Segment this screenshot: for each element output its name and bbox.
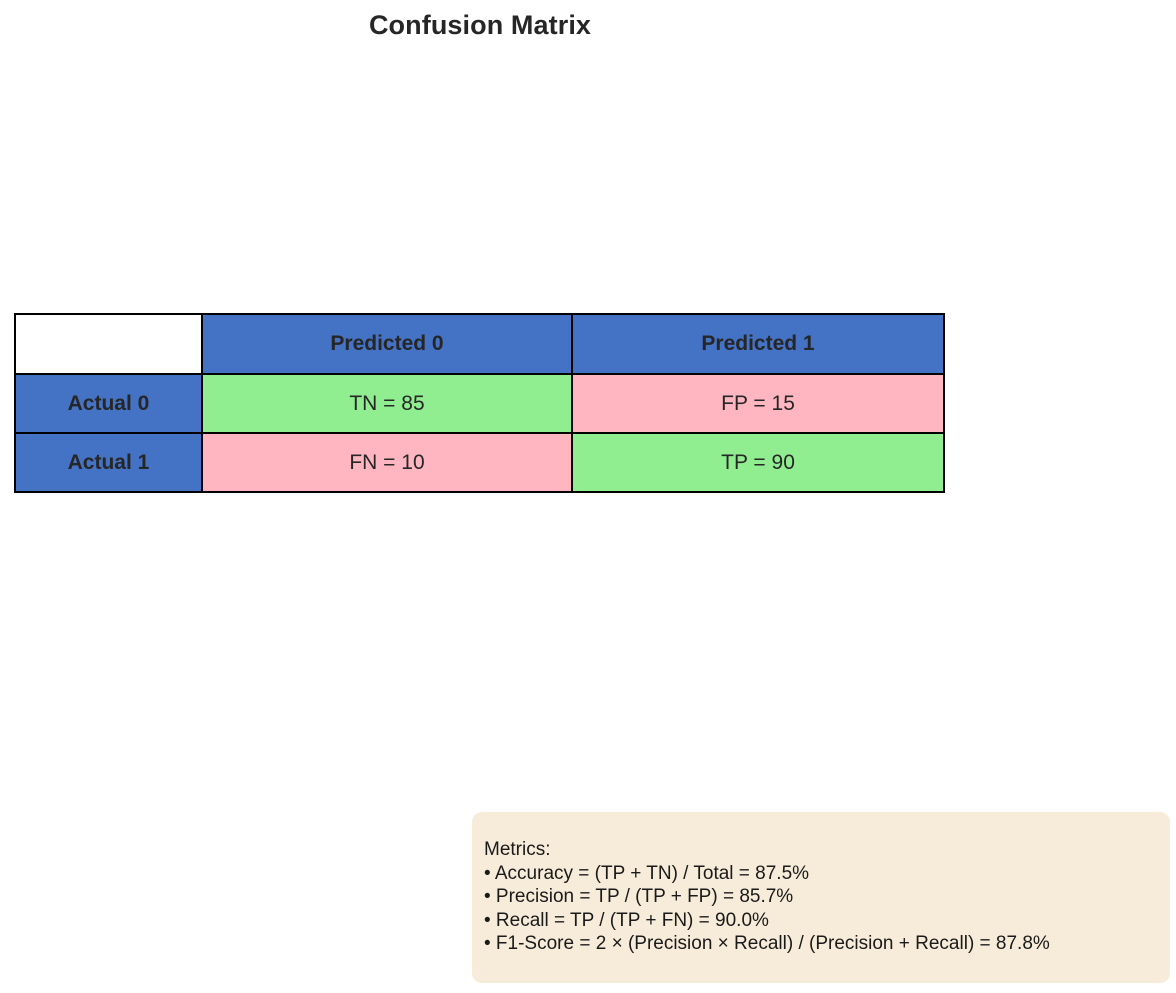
metric-f1-score: • F1-Score = 2 × (Precision × Recall) / … bbox=[484, 933, 1050, 954]
cell-true-negative: TN = 85 bbox=[201, 373, 573, 434]
cell-false-positive: FP = 15 bbox=[571, 373, 945, 434]
metrics-annotation-box: Metrics: • Accuracy = (TP + TN) / Total … bbox=[472, 812, 1170, 983]
table-row: Actual 1 FN = 10 TP = 90 bbox=[14, 432, 945, 493]
metrics-heading: Metrics: bbox=[484, 839, 551, 860]
table-header-row: Predicted 0 Predicted 1 bbox=[14, 313, 945, 375]
column-header-predicted-0: Predicted 0 bbox=[201, 313, 573, 375]
metric-precision: • Precision = TP / (TP + FP) = 85.7% bbox=[484, 886, 794, 907]
cell-false-negative: FN = 10 bbox=[201, 432, 573, 493]
cell-true-positive: TP = 90 bbox=[571, 432, 945, 493]
matrix-corner-cell bbox=[14, 313, 203, 375]
metric-accuracy: • Accuracy = (TP + TN) / Total = 87.5% bbox=[484, 862, 810, 884]
page-title: Confusion Matrix bbox=[368, 10, 592, 40]
row-header-actual-0: Actual 0 bbox=[14, 373, 203, 434]
table-row: Actual 0 TN = 85 FP = 15 bbox=[14, 373, 945, 434]
column-header-predicted-1: Predicted 1 bbox=[571, 313, 945, 375]
metric-recall: • Recall = TP / (TP + FN) = 90.0% bbox=[484, 909, 769, 931]
confusion-matrix-table: Predicted 0 Predicted 1 Actual 0 TN = 85… bbox=[14, 313, 945, 493]
row-header-actual-1: Actual 1 bbox=[14, 432, 203, 493]
